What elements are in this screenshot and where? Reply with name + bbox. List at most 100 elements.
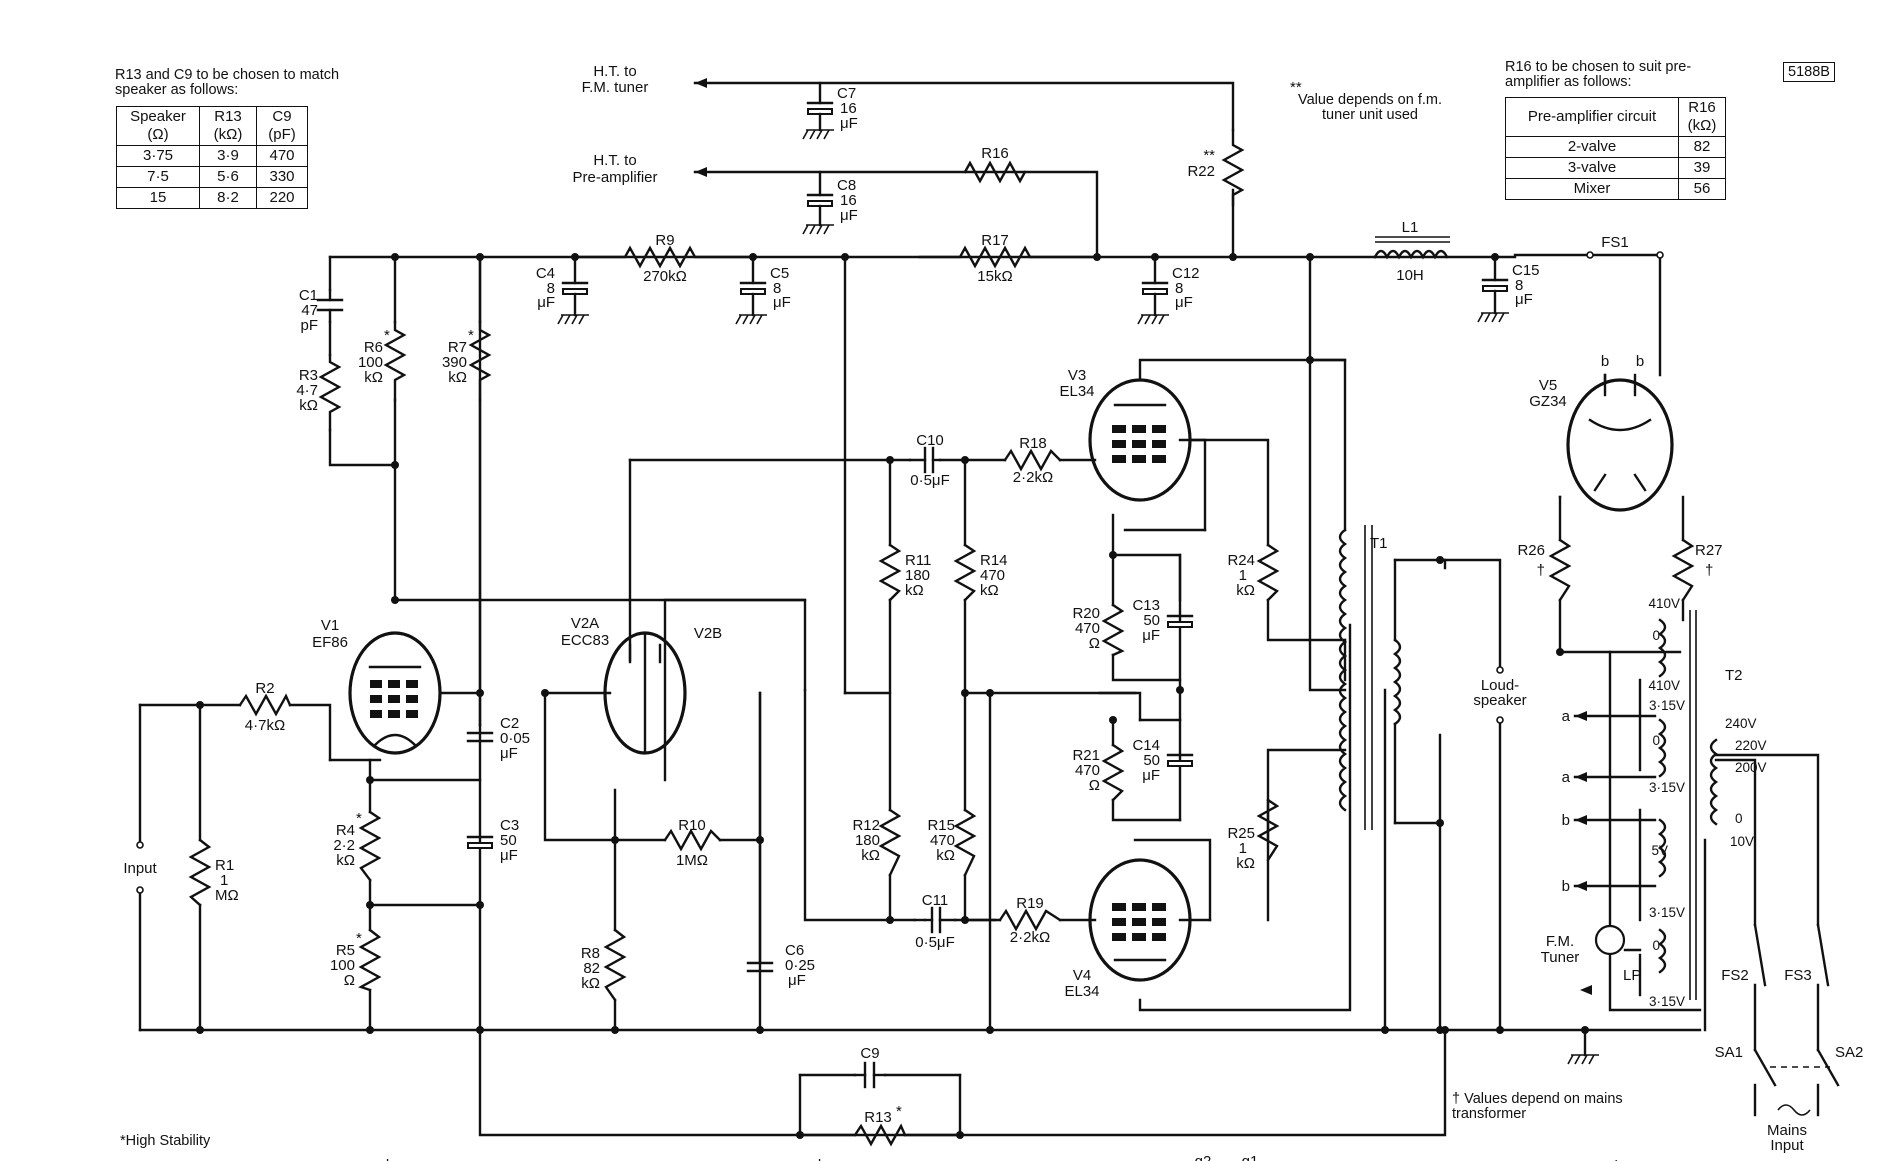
speaker-col-header: Speaker (Ω) xyxy=(116,106,200,146)
capacitor-c3 xyxy=(466,835,494,849)
r21-value: 470 xyxy=(1075,762,1100,779)
footer-glyph-g2: g2 xyxy=(1195,1153,1212,1161)
resistor-r4 xyxy=(358,810,382,882)
resistor-r7 xyxy=(468,320,492,402)
fs1-label: FS1 xyxy=(1601,234,1629,251)
resistor-r20 xyxy=(1101,603,1125,657)
c6-label: C6 xyxy=(785,942,804,959)
resistor-r15 xyxy=(953,808,977,877)
loudspeaker-label-1: Loud- xyxy=(1481,677,1519,694)
c14-unit: μF xyxy=(1142,767,1160,784)
r13-star: * xyxy=(896,1103,902,1120)
resistor-r21 xyxy=(1101,743,1125,802)
t2-tap-0c: 0 xyxy=(1652,938,1660,953)
ht-fm-label-2: F.M. tuner xyxy=(582,79,649,96)
table-cell: 56 xyxy=(1678,178,1726,200)
capacitor-c9 xyxy=(853,1061,887,1089)
resistor-r22 xyxy=(1221,128,1245,207)
valve-v5 xyxy=(1566,373,1674,512)
c13-label: C13 xyxy=(1132,597,1160,614)
capacitor-c6 xyxy=(746,691,774,973)
table-cell: 15 xyxy=(116,187,200,209)
c9-label: C9 xyxy=(860,1045,879,1062)
c9-col-header: C9 (pF) xyxy=(256,106,308,146)
footer-glyph-a: a' xyxy=(1606,1157,1617,1161)
t2-tap-5v: 5V xyxy=(1651,843,1668,858)
c10-label: C10 xyxy=(916,432,944,449)
r10-value: 1MΩ xyxy=(676,852,708,869)
fm-tuner-lamp xyxy=(1594,924,1626,956)
r4-unit: kΩ xyxy=(336,852,355,869)
sa1-label: SA1 xyxy=(1715,1044,1743,1061)
c14-label: C14 xyxy=(1132,737,1160,754)
capacitor-c7 xyxy=(802,81,835,140)
resistor-r16 xyxy=(963,160,1027,184)
preamp-table: Pre-amplifier circuit R16 (kΩ) 2-valve 8… xyxy=(1505,97,1726,200)
capacitor-c11 xyxy=(923,906,957,934)
resistor-r6 xyxy=(383,320,407,402)
r11-unit: kΩ xyxy=(905,582,924,599)
sa2-label: SA2 xyxy=(1835,1044,1863,1061)
c1-unit: pF xyxy=(300,317,318,334)
l1-label: L1 xyxy=(1402,219,1419,236)
v2a-label: V2A xyxy=(571,615,599,632)
c10-value: 0·5μF xyxy=(910,472,950,489)
t1-label: T1 xyxy=(1370,535,1388,552)
v1-type: EF86 xyxy=(312,634,348,651)
c13-unit: μF xyxy=(1142,627,1160,644)
v3-type: EL34 xyxy=(1059,383,1094,400)
junction-dots xyxy=(196,253,1589,1139)
v4-label: V4 xyxy=(1073,967,1091,984)
c1-label: C1 xyxy=(299,287,318,304)
mains-input-label-1: Mains xyxy=(1767,1122,1807,1139)
r4-value: 2·2 xyxy=(333,837,355,854)
t2-tap-315b: 3·15V xyxy=(1649,780,1685,795)
r9-value: 270kΩ xyxy=(643,268,687,285)
fs3-label: FS3 xyxy=(1784,967,1812,984)
c4-label: C4 xyxy=(536,265,555,282)
c4-value: 8 xyxy=(547,280,555,297)
r6-unit: kΩ xyxy=(364,369,383,386)
v2b-label: V2B xyxy=(694,625,722,642)
r20-unit: Ω xyxy=(1089,635,1100,652)
t2-tap-200: 200V xyxy=(1735,760,1767,775)
r11-value: 180 xyxy=(905,567,930,584)
r1-value: 1 xyxy=(220,872,228,889)
footer-glyph-np: NP xyxy=(1670,1159,1691,1161)
r5-value: 100 xyxy=(330,957,355,974)
wiring xyxy=(138,81,1820,1137)
terminal-a1: a xyxy=(1562,708,1571,725)
valve-v4 xyxy=(1088,858,1192,982)
r24-label: R24 xyxy=(1227,552,1255,569)
r7-value: 390 xyxy=(442,354,467,371)
c3-label: C3 xyxy=(500,817,519,834)
r14-label: R14 xyxy=(980,552,1008,569)
r24-unit: kΩ xyxy=(1236,582,1255,599)
r15-label: R15 xyxy=(927,817,955,834)
r24-value: 1 xyxy=(1239,567,1247,584)
c3-value: 50 xyxy=(500,832,517,849)
r4-star: * xyxy=(356,810,362,827)
v5-type: GZ34 xyxy=(1529,393,1567,410)
r15-value: 470 xyxy=(930,832,955,849)
choke-l1 xyxy=(1373,236,1450,260)
l1-value: 10H xyxy=(1396,267,1424,284)
c7-label: C7 xyxy=(837,85,856,102)
fuse-fs1 xyxy=(1586,251,1664,259)
t2-tap-10: 10V xyxy=(1730,834,1754,849)
table-cell: 82 xyxy=(1678,136,1726,158)
capacitor-c1 xyxy=(316,288,344,324)
capacitor-c10 xyxy=(908,446,942,474)
c1-value: 47 xyxy=(301,302,318,319)
r18-label: R18 xyxy=(1019,435,1047,452)
resistor-r17 xyxy=(918,245,1099,269)
r14-value: 470 xyxy=(980,567,1005,584)
t2-tap-0p: 0 xyxy=(1735,811,1743,826)
resistor-r5 xyxy=(358,928,382,992)
c5-label: C5 xyxy=(770,265,789,282)
r16-note: R16 to be chosen to suit pre-amplifier a… xyxy=(1505,59,1692,90)
table-row: 7·5 5·6 330 xyxy=(116,166,308,188)
resistor-r26 xyxy=(1548,538,1572,602)
r6-label: R6 xyxy=(364,339,383,356)
